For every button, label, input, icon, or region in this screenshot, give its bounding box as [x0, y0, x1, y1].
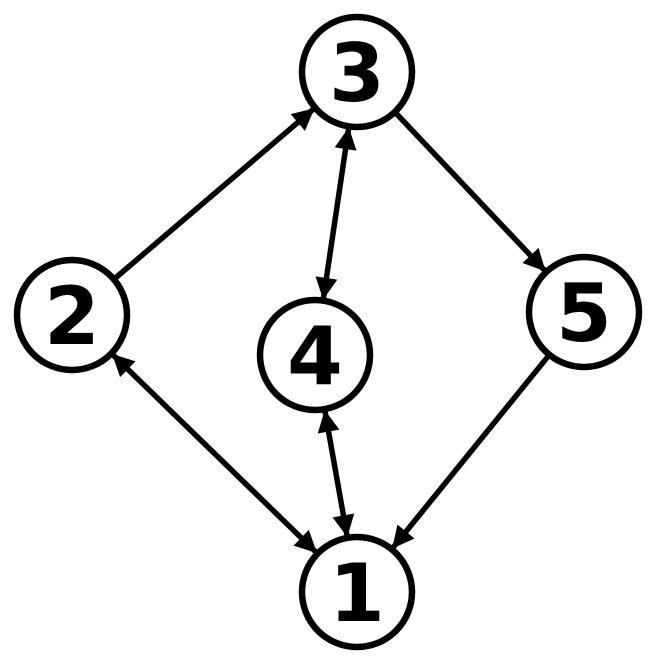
graph-node-5: 5	[525, 253, 643, 371]
node-circle-4	[256, 296, 374, 414]
edge-2-1-bidirectional	[111, 353, 318, 554]
edge-3-4-bidirectional	[315, 127, 357, 300]
node-circle-1	[298, 533, 416, 651]
graph-node-3: 3	[298, 13, 416, 131]
node-label-3: 3	[329, 27, 385, 120]
graph-node-4: 4	[256, 296, 374, 414]
graph-node-2: 2	[13, 256, 131, 374]
edge-5-1-arrow	[391, 355, 550, 549]
node-label-2: 2	[44, 270, 100, 363]
edge-2-3-arrow	[114, 107, 315, 280]
edge-4-1-bidirectional	[317, 409, 355, 538]
node-circle-3	[298, 13, 416, 131]
node-label-5: 5	[556, 267, 612, 360]
edge-3-5-arrow	[394, 112, 547, 272]
graph-node-1: 1	[298, 533, 416, 651]
node-label-1: 1	[329, 547, 385, 640]
node-circle-2	[13, 256, 131, 374]
node-circle-5	[525, 253, 643, 371]
node-label-4: 4	[287, 310, 343, 403]
